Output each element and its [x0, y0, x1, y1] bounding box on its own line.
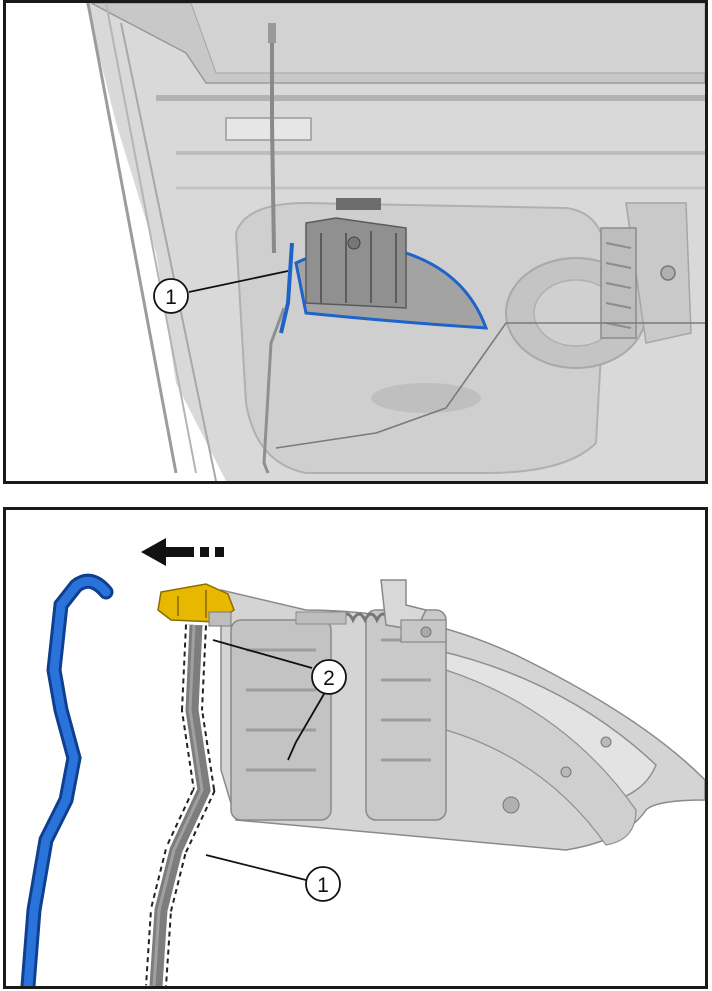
callout-leader-1 [188, 270, 289, 293]
callout-leader-2a [212, 639, 313, 669]
door-handle-cable [145, 624, 216, 986]
bottom-illustration-panel: 2 1 [3, 507, 708, 989]
pull-direction-arrow [141, 538, 224, 566]
door-interior-drawing: 1 [6, 3, 705, 481]
cable-end-clip [157, 583, 235, 627]
handle-detail-drawing: 2 1 [6, 510, 705, 986]
top-illustration-panel: 1 [3, 0, 708, 484]
callout-1-label: 1 [165, 286, 177, 309]
door-latch [600, 227, 676, 339]
removed-cable-blue [20, 573, 114, 986]
callout-1-circle [153, 278, 189, 314]
callout-2-circle [311, 659, 347, 695]
callout-1b-label: 1 [317, 874, 329, 897]
callout-leader-1-bottom [205, 854, 307, 881]
callout-2-label: 2 [323, 667, 335, 690]
door-handle-assembly [220, 579, 705, 851]
callout-leader-2b [287, 693, 325, 761]
door-handle-cable [279, 242, 294, 334]
callout-1b-circle [305, 866, 341, 902]
